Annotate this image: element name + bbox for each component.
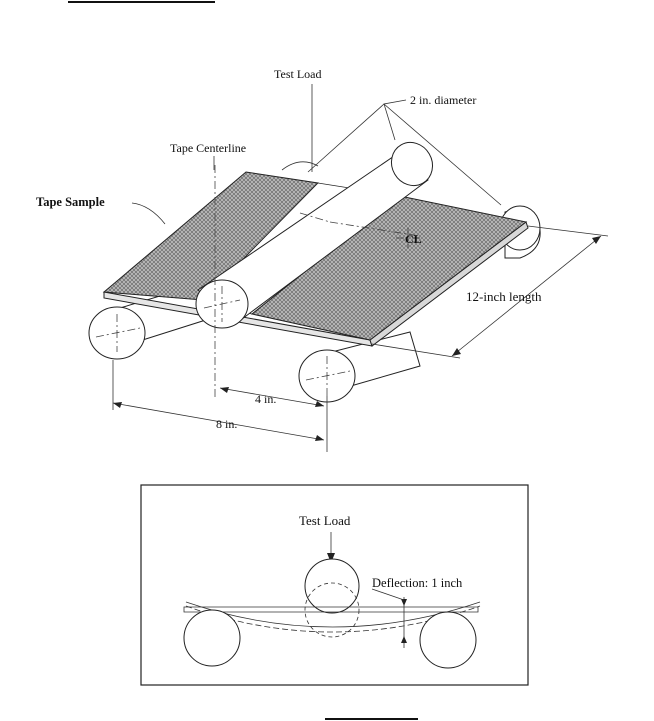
load-roller-cap (281, 161, 319, 171)
label-tape-centerline: Tape Centerline (170, 141, 246, 155)
support-roller-front-right (419, 611, 477, 669)
label-tape-sample: Tape Sample (36, 195, 105, 209)
support-roller-front-left (183, 609, 241, 667)
length-dimension-line (451, 235, 602, 357)
sample-leader (131, 202, 166, 225)
dim-4in-line (219, 387, 325, 407)
label-deflection: Deflection: 1 inch (372, 576, 463, 590)
load-roller-front (304, 558, 360, 614)
label-cl-symbol: CL (405, 232, 422, 246)
dim-8in-line (112, 402, 325, 441)
tape-flat-position (183, 606, 479, 613)
label-dim-4in: 4 in. (255, 392, 276, 406)
label-dim-8in: 8 in. (216, 417, 237, 431)
load-roller (195, 141, 434, 329)
label-length: 12-inch length (466, 289, 542, 304)
bottom-diagram: Test Load Deflection: 1 inch (140, 484, 529, 686)
label-diameter: 2 in. diameter (410, 93, 476, 107)
label-test-load-top: Test Load (274, 67, 321, 81)
label-test-load-bottom: Test Load (299, 513, 351, 528)
top-diagram: Test Load 2 in. diameter Tape Centerline… (36, 67, 609, 452)
